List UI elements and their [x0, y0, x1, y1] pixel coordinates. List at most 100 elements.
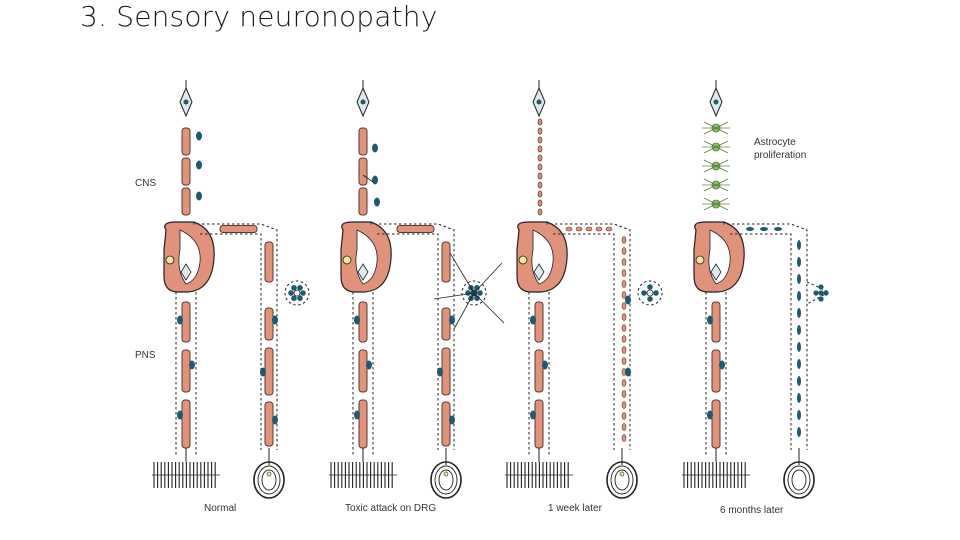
panel-3-pns-debris: [621, 324, 627, 332]
panel-3-myelin-debris: [537, 208, 543, 216]
panel-4-root-schwann: [774, 227, 782, 231]
panel-4-motor-myelin-1: [711, 349, 721, 393]
panel-2-central-canal: [342, 255, 352, 265]
panel-3-myelin-debris: [537, 118, 543, 126]
panel-1-root-sheath-inner: [200, 233, 262, 450]
panel-1-oligo-nucleus-1: [196, 131, 202, 141]
panel-2-toxic-spike-4: [433, 292, 475, 300]
panel-3-schwann-nucleus-1: [530, 315, 536, 325]
panel-3-root-debris: [575, 226, 583, 232]
panel-3-myelin-debris: [537, 136, 543, 144]
pns-label: PNS: [135, 350, 156, 361]
panel-4-root-schwann: [760, 227, 768, 231]
panel-3-pns-debris: [621, 335, 627, 343]
panel-4-schwann-nucleus-3: [707, 410, 713, 420]
panel-3-pns-debris: [621, 280, 627, 288]
panel-2-pns-myelin-0: [441, 241, 451, 283]
panel-1-pns-schwann-1: [272, 315, 278, 325]
panel-4-nodule-of-nageotte: [818, 284, 824, 290]
panel-4-astrocyte-process: [715, 197, 729, 205]
panel-4-schwann-nucleus-2: [719, 360, 725, 370]
panel-1-receptor-lamella-2: [261, 469, 277, 491]
panel-3-pns-debris: [621, 302, 627, 310]
panel-1-central-canal: [165, 255, 175, 265]
panel-2-toxic-spike-1: [473, 262, 503, 294]
panel-4-astrocyte-process: [715, 121, 729, 129]
panel-3-myelin-debris: [537, 154, 543, 162]
panel-3-pns-debris: [621, 236, 627, 244]
panel-1-cns-myelin-1: [181, 157, 191, 186]
panel-2-satellite-cell: [465, 290, 471, 296]
panel-4-central-canal: [695, 255, 705, 265]
panel-4-bands-of-bungner: [797, 342, 801, 352]
panel-4-astrocyte-process: [715, 140, 729, 148]
panel-4-astrocyte-process: [715, 146, 729, 154]
panel-4-astrocyte-process: [715, 127, 729, 135]
panel-3-pns-schwann-2: [625, 367, 631, 377]
panel-2-satellite-cell: [474, 285, 480, 291]
panel-3-drg-capsule: [637, 280, 663, 306]
panel-3-receptor-lamella-0: [606, 461, 638, 499]
panel-4-bands-of-bungner: [797, 410, 801, 420]
panel-2-process-1: [362, 174, 374, 183]
cns-label: CNS: [135, 178, 157, 189]
panel-4-nodule-of-nageotte: [813, 290, 819, 296]
panel-2-toxic-spike-2: [473, 292, 505, 324]
panel-3-myelin-debris: [537, 190, 543, 198]
panel-3-pns-debris: [621, 357, 627, 365]
panel-2-motor-myelin-0: [358, 301, 368, 343]
astrocyte-label-line2: proliferation: [754, 150, 807, 161]
panel-4-nodule-of-nageotte: [818, 290, 824, 296]
panel-2-satellite-cell: [477, 290, 483, 296]
panel-3-root-sheath-inner: [553, 233, 615, 450]
panel-4-astrocyte-process: [703, 178, 717, 186]
panel-4-receptor-lamella-0: [783, 461, 815, 499]
panel-4-astrocyte-process: [703, 146, 717, 154]
panel-4-bands-of-bungner: [797, 291, 801, 301]
astrocyte-label-line1: Astrocyte: [754, 137, 796, 148]
panel-2-upper-neuron-nucleus: [360, 99, 366, 105]
panel-2-schwann-nucleus-1: [354, 315, 360, 325]
panel-1-satellite-cell: [291, 295, 297, 301]
panel-4-astrocyte-process: [703, 121, 717, 129]
panel-2-receptor-core: [443, 471, 449, 477]
panel-4-bands-of-bungner: [797, 257, 801, 267]
panel-3-motor-neuron: [533, 263, 545, 281]
panel-1-schwann-nucleus-1: [177, 315, 183, 325]
panel-2-drg-capsule: [461, 280, 487, 306]
panel-2-toxic-spike-3: [453, 292, 475, 330]
panel-1-root-myelin: [219, 225, 258, 233]
panel-4-root-sheath-inner: [730, 233, 792, 450]
panel-3-myelin-debris: [537, 181, 543, 189]
panel-4-receptor-lamella-1: [787, 465, 811, 495]
panel-4-receptor-lamella-2: [791, 469, 807, 491]
panel-1-pns-schwann-2: [260, 367, 266, 377]
panel-4-astrocyte-process: [715, 184, 729, 192]
panel-2-pns-schwann-2: [437, 367, 443, 377]
panel-3-root-debris: [565, 226, 573, 232]
panel-4-astrocyte-process: [703, 197, 717, 205]
caption-normal: Normal: [204, 503, 237, 514]
panel-1-motor-myelin-0: [181, 301, 191, 343]
panel-4-astrocyte-process: [703, 184, 717, 192]
panel-2-oligo-nucleus-3: [374, 197, 380, 207]
panel-1-receptor-core: [266, 471, 272, 477]
panel-4-motor-myelin-0: [711, 301, 721, 343]
panel-3-pns-debris: [621, 423, 627, 431]
panel-3-root-debris: [585, 226, 593, 232]
panel-3-pns-debris: [621, 258, 627, 266]
panel-4-astrocyte-process: [703, 165, 717, 173]
panel-1-pns-myelin-1: [264, 307, 274, 341]
panel-4-astrocyte-process: [703, 140, 717, 148]
panel-1-motor-myelin-2: [181, 399, 191, 449]
panel-4-motor-myelin-2: [711, 399, 721, 449]
panel-2-toxic-spike-0: [449, 252, 475, 294]
panel-3-receptor-lamella-2: [614, 469, 630, 491]
panel-4-astrocyte-process: [715, 203, 729, 211]
panel-2-root-sheath-outer: [370, 222, 455, 450]
panel-3-receptor-core: [619, 471, 625, 477]
panel-4-astrocyte-process: [703, 203, 717, 211]
panel-1-schwann-nucleus-3: [177, 410, 183, 420]
panel-2-receptor-lamella-1: [434, 465, 458, 495]
panel-1-cns-myelin-0: [181, 127, 191, 156]
